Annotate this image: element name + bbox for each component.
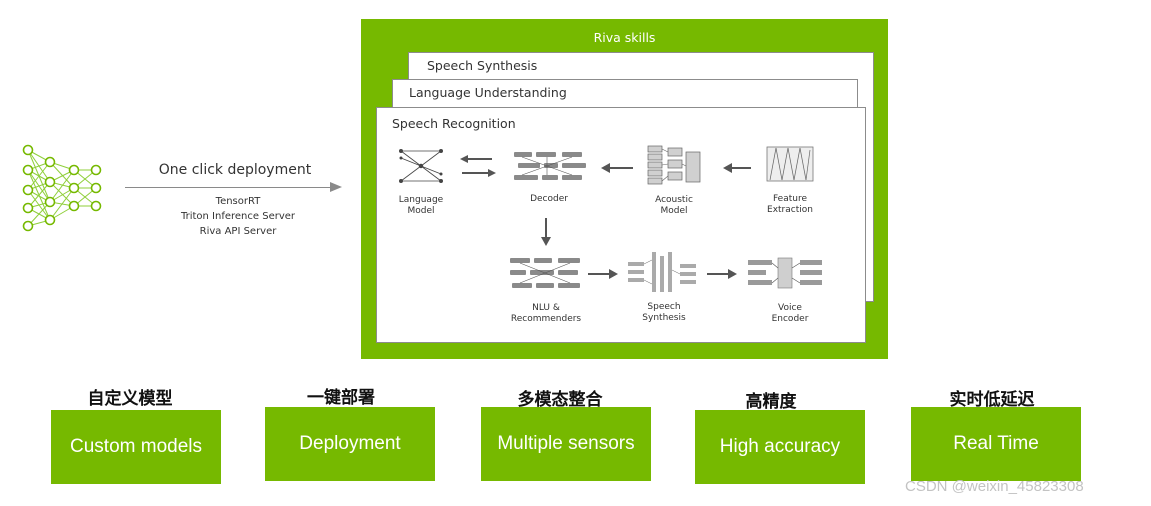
feature-extraction-icon	[766, 146, 814, 182]
feature-box-custom-models: Custom models	[51, 410, 221, 484]
node-label-nlu: NLU & Recommenders	[510, 303, 582, 324]
arrow-right-icon	[330, 182, 342, 192]
deployment-item-riva-api: Riva API Server	[199, 226, 277, 237]
feature-cn-multiple-sensors: 多模态整合	[517, 390, 603, 410]
node-label-speech-synthesis: Speech Synthesis	[642, 302, 686, 323]
decoder-icon	[514, 152, 586, 180]
arrow-left-icon	[723, 163, 751, 173]
node-label-decoder: Decoder	[530, 194, 568, 204]
arrow-down-icon	[541, 218, 551, 246]
node-label-feature-extraction: Feature Extraction	[767, 194, 813, 215]
deployment-item-tensorrt: TensorRT	[215, 196, 261, 207]
riva-skills-title: Riva skills	[593, 30, 656, 45]
bidirectional-arrows-icon	[460, 155, 496, 177]
feature-box-deployment: Deployment	[265, 407, 435, 481]
node-label-language-model: Language Model	[398, 195, 444, 216]
neural-network-icon	[22, 144, 102, 232]
speech-synthesis-icon	[628, 252, 696, 292]
voice-encoder-icon	[748, 257, 822, 289]
card-title-speech-synthesis: Speech Synthesis	[427, 58, 538, 73]
feature-cn-real-time: 实时低延迟	[949, 390, 1035, 410]
feature-box-real-time: Real Time	[911, 407, 1081, 481]
arrow-right-icon	[707, 269, 737, 279]
deployment-arrow-line	[125, 187, 330, 188]
feature-box-high-accuracy: High accuracy	[695, 410, 865, 484]
feature-cn-high-accuracy: 高精度	[745, 392, 797, 412]
watermark: CSDN @weixin_45823308	[905, 478, 1084, 495]
node-label-acoustic-model: Acoustic Model	[655, 195, 693, 216]
language-model-icon	[399, 149, 443, 183]
deployment-title: One click deployment	[158, 162, 312, 178]
feature-box-multiple-sensors: Multiple sensors	[481, 407, 651, 481]
card-title-language-understanding: Language Understanding	[409, 85, 567, 100]
arrow-left-icon	[601, 163, 633, 173]
card-title-speech-recognition: Speech Recognition	[392, 116, 516, 131]
deployment-item-triton: Triton Inference Server	[180, 211, 296, 222]
feature-cn-deployment: 一键部署	[307, 388, 375, 408]
feature-cn-custom-models: 自定义模型	[87, 389, 173, 409]
acoustic-model-icon	[647, 145, 701, 185]
arrow-right-icon	[588, 269, 618, 279]
card-speech-recognition	[376, 107, 866, 343]
node-label-voice-encoder: Voice Encoder	[771, 303, 809, 324]
nlu-icon	[510, 258, 580, 288]
